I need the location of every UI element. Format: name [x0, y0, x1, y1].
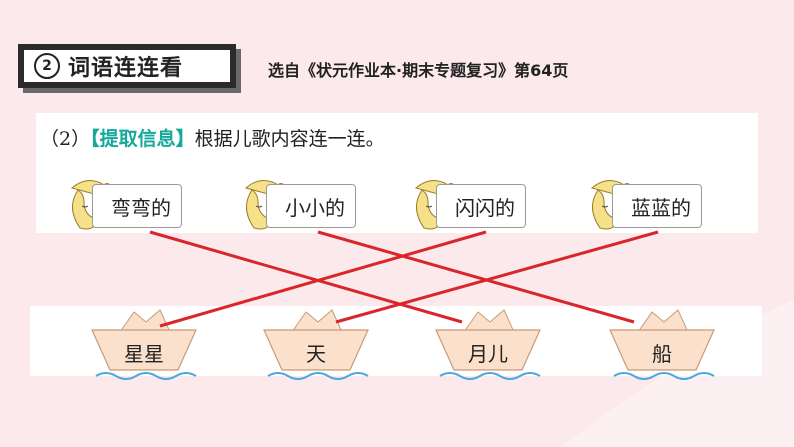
question-text: 根据儿歌内容连一连。 — [194, 128, 385, 150]
question-tag: 【提取信息】 — [90, 128, 195, 150]
boat-card-2[interactable]: 天 — [262, 308, 370, 388]
question-prefix: （2） — [40, 128, 91, 150]
paper-boat-icon — [609, 309, 715, 380]
boat-label: 船 — [652, 342, 672, 366]
boat-card-4[interactable]: 船 — [608, 308, 716, 388]
paper-boat-icon — [435, 309, 541, 380]
question-line: （2）【提取信息】根据儿歌内容连一连。 — [40, 124, 385, 151]
boat-label: 月儿 — [468, 342, 508, 366]
boat-card-1[interactable]: 星星 — [90, 308, 198, 388]
word-label: 闪闪的 — [436, 184, 526, 228]
paper-boat-icon — [91, 309, 197, 380]
answer-line-3 — [159, 230, 487, 328]
word-label: 弯弯的 — [92, 184, 182, 228]
word-label: 蓝蓝的 — [612, 184, 702, 228]
boat-label: 星星 — [124, 342, 164, 366]
answer-line-2 — [317, 230, 635, 324]
source-reference: 选自《状元作业本·期末专题复习》第64页 — [268, 61, 569, 80]
section-number-icon: 2 — [34, 53, 60, 79]
answer-line-1 — [149, 230, 463, 324]
boat-card-3[interactable]: 月儿 — [434, 308, 542, 388]
section-title: 2 词语连连看 — [18, 44, 236, 88]
moon-icon — [414, 180, 455, 230]
boat-label: 天 — [306, 342, 326, 366]
word-label: 小小的 — [266, 184, 356, 228]
section-title-text: 词语连连看 — [68, 56, 184, 81]
paper-boat-icon — [263, 309, 369, 380]
answer-line-4 — [335, 230, 659, 324]
